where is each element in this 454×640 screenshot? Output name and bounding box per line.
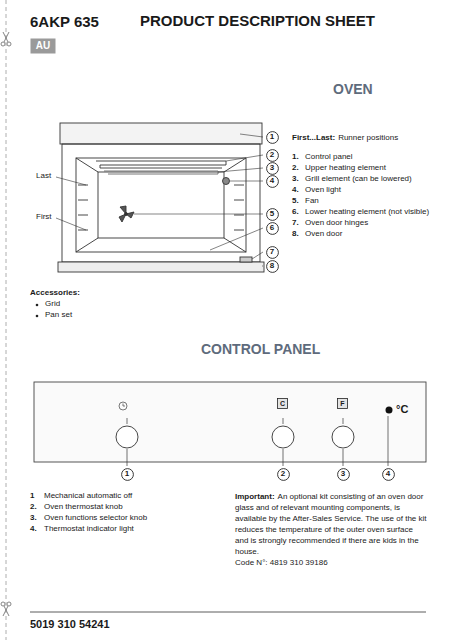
section-heading: CONTROL PANEL [201,340,320,358]
callout-number: 1 [121,468,134,481]
knob-symbol: C [277,398,288,409]
node-shape [266,208,278,220]
accessory-name: Pan set [45,310,72,320]
node-shape [338,399,348,409]
callout-text: 3 [270,164,274,172]
node-shape [266,246,278,258]
note-heading: First...Last: [292,133,335,142]
region-tag: AU [30,38,56,54]
page-title: PRODUCT DESCRIPTION SHEET [140,12,375,30]
callout-text: 7 [270,248,274,256]
node-shape [266,149,278,161]
node-shape [121,468,133,480]
important-note: Important:An optional kit consisting of … [235,491,427,568]
node-shape [266,162,278,174]
list-number: 2. [30,502,37,512]
callout-number: 4 [266,175,279,188]
note-heading: Important: [235,492,275,501]
list-number: 5. [292,196,299,206]
part-name: Grill element (can be lowered) [305,174,412,184]
callout-number: 4 [382,468,395,481]
list-number: 8. [292,229,299,239]
node-shape [382,468,394,480]
list-number: 3. [30,513,37,523]
accessory-name: Grid [45,299,60,309]
indicator-symbol: °C [396,402,408,416]
document-code: 5019 310 54241 [30,617,110,631]
callout-text: 8 [270,262,274,270]
runner-label: First [36,212,52,222]
list-number: 4. [292,185,299,195]
list-number: 2. [292,163,299,173]
callout-number: 1 [266,131,279,144]
callout-text: 4 [270,177,274,185]
callout-text: 4 [386,470,390,478]
list-number: 1. [292,152,299,162]
callout-number: 3 [266,162,279,175]
callout-text: 6 [270,224,274,232]
callout-number: 6 [266,222,279,235]
part-name: Upper heating element [305,163,386,173]
code-number: Code N°: 4819 310 39186 [235,557,427,568]
node-text: F [340,400,344,407]
list-number: 1 [30,491,34,501]
callout-text: 3 [341,470,345,478]
callout-text: 1 [270,133,274,141]
model-number: 6AKP 635 [30,12,99,31]
list-number: 4. [30,524,37,534]
runner-label: Last [36,171,51,181]
control-name: Oven functions selector knob [44,513,147,523]
callout-text: 5 [270,210,274,218]
node-shape [266,131,278,143]
node-shape [31,39,56,54]
part-name: Oven light [305,185,341,195]
callout-text: 2 [270,151,274,159]
node-shape [266,260,278,272]
callout-text: 1 [125,470,129,478]
note-text: An optional kit consisting of an oven do… [235,492,427,556]
callout-text: 2 [281,470,285,478]
node-shape [266,175,278,187]
part-name: Control panel [305,152,353,162]
node-shape [278,399,288,409]
callout-number: 7 [266,246,279,259]
accessories-heading: Accessories: [30,288,80,298]
list-number: 7. [292,218,299,228]
part-name: Lower heating element (not visible) [305,207,429,217]
control-name: Mechanical automatic off [44,491,132,501]
control-name: Thermostat indicator light [44,524,134,534]
callout-number: 2 [266,149,279,162]
node-shape [277,468,289,480]
part-name: Oven door [305,229,342,239]
callout-number: 3 [337,468,350,481]
knob-symbol: F [337,398,348,409]
node-text: C [280,400,285,407]
part-name: Fan [305,196,319,206]
node-shape [337,468,349,480]
callout-number: 8 [266,260,279,273]
callout-number: 5 [266,208,279,221]
runner-note: First...Last:Runner positions [292,132,442,143]
node-text: AU [36,41,50,51]
callout-number: 2 [277,468,290,481]
list-number: 6. [292,207,299,217]
part-name: Oven door hinges [305,218,368,228]
note-text: Runner positions [338,133,398,142]
control-name: Oven thermostat knob [44,502,123,512]
node-shape [266,222,278,234]
section-heading: OVEN [333,80,373,98]
list-number: 3. [292,174,299,184]
